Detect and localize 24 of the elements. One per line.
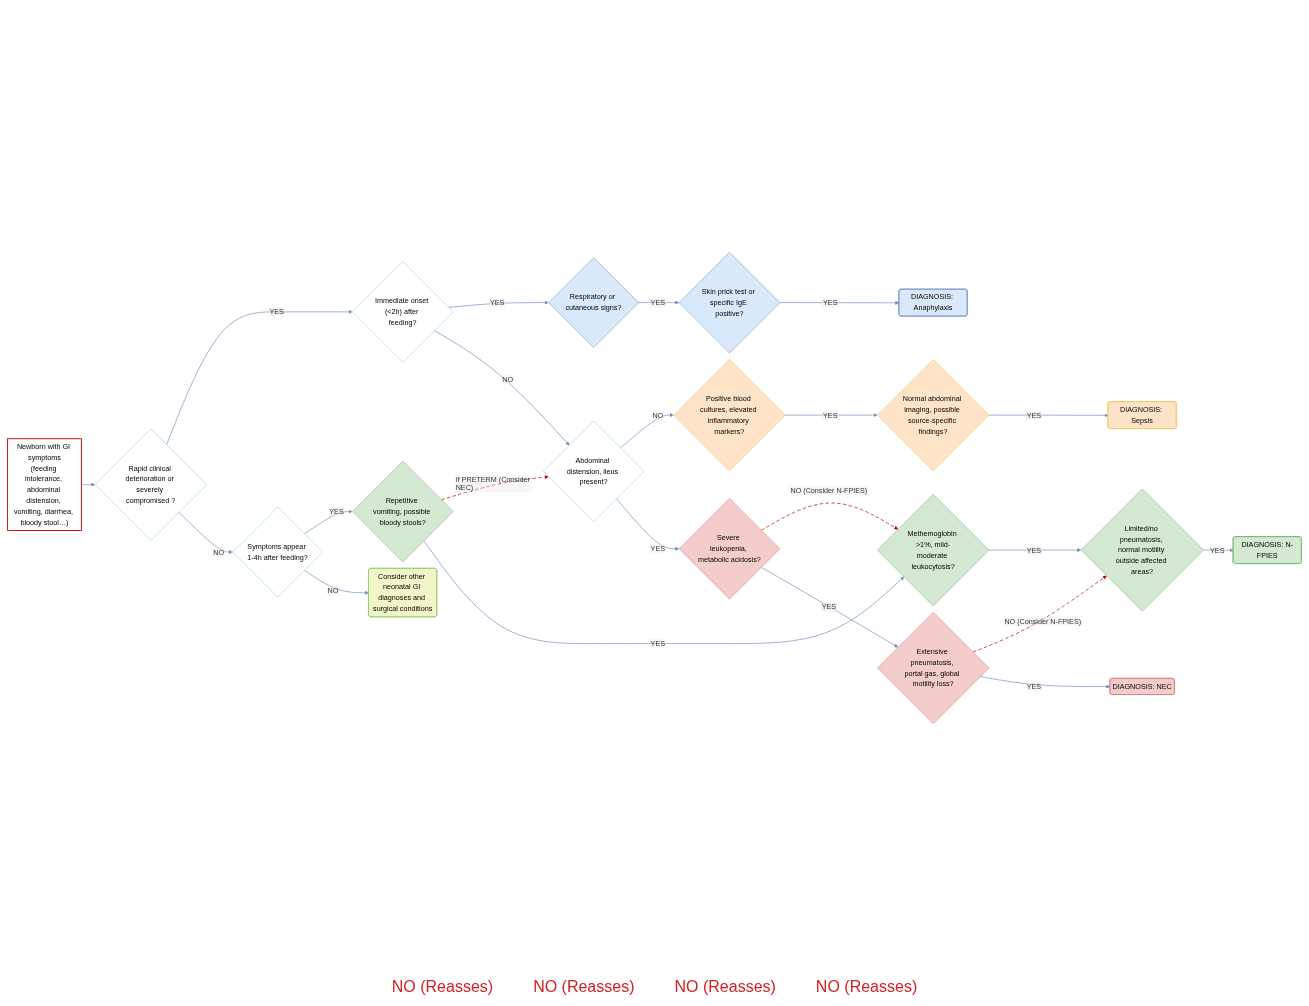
edge-label: If PRETERM (Consider NEC) (454, 475, 532, 493)
edge-label: YES (820, 602, 837, 612)
edge-label: YES (1025, 681, 1043, 692)
edge-label: YES (1025, 410, 1043, 420)
edge-label: YES (649, 297, 666, 308)
edge-label: NO (Consider N-FPIES) (789, 485, 869, 496)
edge-label: YES (328, 506, 345, 517)
edge-label: YES (822, 410, 839, 420)
edge-label: YES (649, 544, 666, 554)
edge-label: NO (501, 374, 514, 385)
edge-label: NO (Consider N-FPIES) (1003, 616, 1083, 626)
edge-label: NO (212, 547, 225, 557)
reassess-note: NO (Reasses) (533, 978, 635, 996)
edge-label: NO (651, 410, 665, 420)
edge-label: YES (489, 297, 506, 308)
edge-label: YES (1025, 545, 1043, 555)
reassess-note: NO (Reasses) (815, 978, 918, 996)
edge-label: YES (268, 307, 285, 317)
reassess-note: NO (Reasses) (674, 978, 776, 996)
edge-label: YES (1209, 545, 1226, 555)
edge-label: YES (822, 297, 839, 308)
reassess-note: NO (Reasses) (391, 978, 494, 996)
edge-label: YES (649, 638, 666, 649)
edge-label: NO (326, 585, 340, 595)
